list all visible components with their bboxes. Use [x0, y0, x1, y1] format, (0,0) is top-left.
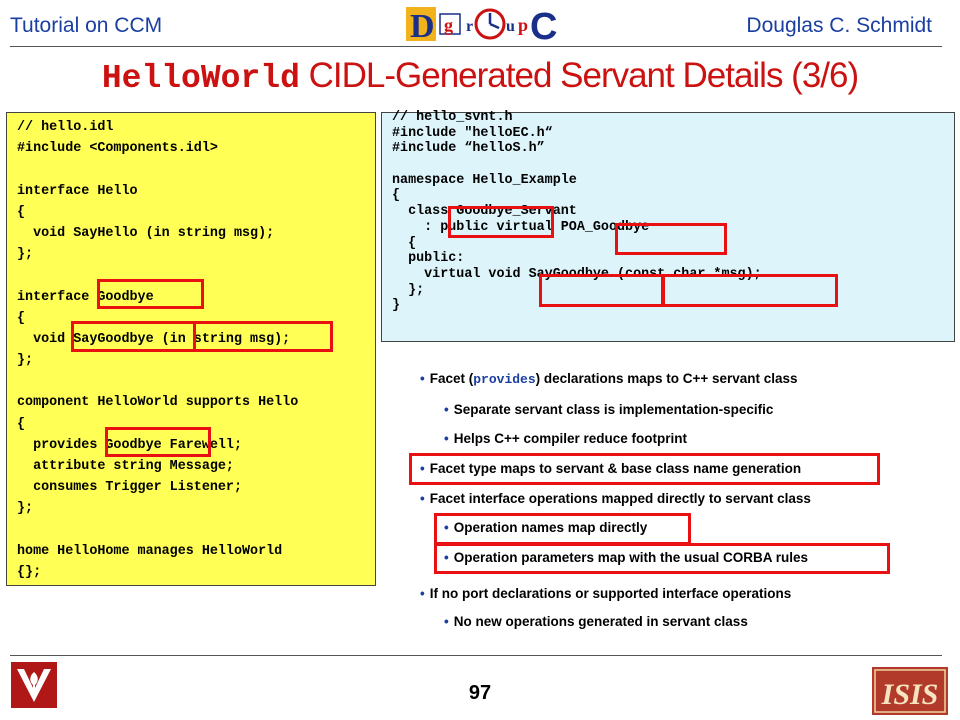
- bullet-no-new-operations: •No new operations generated in servant …: [444, 614, 748, 629]
- header-left-title: Tutorial on CCM: [10, 14, 163, 37]
- idl-code-line: {: [17, 204, 26, 220]
- header-divider: [10, 46, 942, 47]
- highlight-goodbye-interface: [97, 279, 204, 309]
- highlight-bullet-op-params: [434, 543, 890, 574]
- header-author: Douglas C. Schmidt: [746, 14, 932, 37]
- servant-code-line: #include "helloEC.h“: [392, 125, 553, 141]
- vanderbilt-oak-leaf-icon: [11, 662, 57, 708]
- doc-group-logo: D g r u p C: [406, 6, 557, 44]
- highlight-idl-params: [193, 321, 333, 352]
- idl-code-line: {};: [17, 564, 42, 580]
- highlight-poa-base: [615, 223, 727, 255]
- logo-letter-c: C: [530, 6, 557, 44]
- highlight-saygoodbye-svnt: [539, 274, 664, 307]
- highlight-svnt-params: [662, 274, 838, 307]
- servant-header-code-panel: // hello_svnt.h#include "helloEC.h“#incl…: [381, 110, 955, 342]
- bullet-dot: •: [420, 491, 425, 506]
- title-text-part: CIDL-Generated Servant Details (3/6): [299, 56, 860, 95]
- idl-code-line: };: [17, 353, 34, 369]
- idl-code-line: interface Goodbye: [17, 289, 154, 305]
- idl-code-line: home HelloHome manages HelloWorld: [17, 543, 283, 559]
- idl-code-line: provides Goodbye Farewell;: [17, 437, 242, 453]
- servant-code-line: [392, 157, 954, 173]
- bullet-dot: •: [444, 431, 449, 446]
- idl-code-line: [17, 520, 375, 541]
- idl-code-line: {: [17, 310, 26, 326]
- bullet-dot: •: [444, 614, 449, 629]
- logo-letter-p: p: [518, 15, 528, 35]
- bullet-facet-type-maps: •Facet type maps to servant & base class…: [420, 461, 802, 476]
- servant-code-line: {: [392, 235, 417, 251]
- bullet-compiler-footprint: •Helps C++ compiler reduce footprint: [444, 431, 688, 446]
- idl-code-line: interface Hello: [17, 183, 138, 199]
- logo-letter-g: g: [444, 15, 453, 35]
- idl-code-line: consumes Trigger Listener;: [17, 480, 242, 496]
- bullet-dot: •: [420, 586, 425, 601]
- servant-code-line: }: [392, 298, 401, 314]
- logo-letter-d: D: [410, 8, 435, 44]
- logo-letter-u: u: [506, 18, 515, 35]
- highlight-provides-goodbye: [105, 427, 211, 457]
- slide-title: HelloWorld CIDL-Generated Servant Detail…: [0, 56, 960, 97]
- bullet-no-port-declarations: •If no port declarations or supported in…: [420, 586, 792, 601]
- bullet-facet-operations: •Facet interface operations mapped direc…: [420, 491, 811, 506]
- isis-logo-text: ISIS: [881, 678, 939, 711]
- highlight-bullet-facet-type: [409, 453, 880, 485]
- idl-code-line: #include <Components.idl>: [17, 141, 218, 157]
- page-number: 97: [468, 682, 492, 704]
- servant-code-line: {: [392, 188, 401, 204]
- bullet-separate-servant: •Separate servant class is implementatio…: [444, 402, 774, 417]
- logo-letter-r: r: [466, 18, 473, 35]
- bullet-operation-names: •Operation names map directly: [444, 520, 648, 535]
- servant-code-line: namespace Hello_Example: [392, 172, 577, 188]
- servant-code-line: #include “helloS.h”: [392, 141, 545, 157]
- isis-logo: ISIS: [872, 667, 948, 715]
- highlight-servant-class: [448, 206, 554, 238]
- bullet-dot: •: [444, 520, 449, 535]
- bullet-dot: •: [420, 461, 425, 476]
- bullet-facet-provides: •Facet (provides) declarations maps to C…: [420, 371, 798, 387]
- idl-code-line: [17, 159, 375, 180]
- idl-code-line: [17, 371, 375, 392]
- idl-code-line: };: [17, 247, 34, 263]
- idl-code-line: // hello.idl: [17, 120, 114, 135]
- servant-code-line: };: [392, 282, 425, 298]
- footer-divider: [10, 655, 942, 656]
- highlight-saygoodbye-idl: [71, 321, 196, 352]
- servant-code-line: // hello_svnt.h: [392, 110, 513, 125]
- idl-code-line: void SayGoodbye (in string msg);: [17, 331, 291, 347]
- bullet-dot: •: [444, 402, 449, 417]
- bullet-dot: •: [420, 371, 425, 386]
- servant-code-line: public:: [392, 251, 465, 267]
- idl-code-line: void SayHello (in string msg);: [17, 225, 275, 241]
- bullet-dot: •: [444, 550, 449, 565]
- idl-code-line: component HelloWorld supports Hello: [17, 395, 299, 411]
- idl-code-line: attribute string Message;: [17, 459, 234, 474]
- idl-code-line: {: [17, 416, 26, 432]
- bullet-operation-params: •Operation parameters map with the usual…: [444, 550, 809, 565]
- idl-code-line: };: [17, 501, 34, 517]
- title-code-part: HelloWorld: [101, 60, 300, 97]
